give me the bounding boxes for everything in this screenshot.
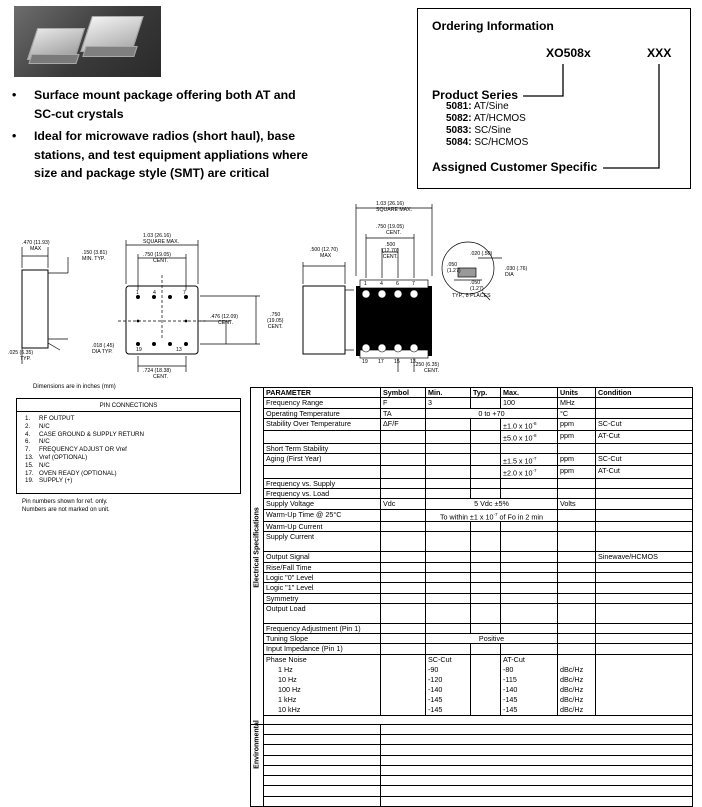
- pin-number: 13: [410, 359, 416, 365]
- pin-entry: 4.CASE GROUND & SUPPLY RETURN: [25, 430, 144, 438]
- pin-number: 15: [394, 359, 400, 365]
- table-row: Supply Current: [250, 531, 693, 553]
- table-row: Short Term Stability: [250, 442, 693, 454]
- pin-entry: 17.OVEN READY (OPTIONAL): [25, 469, 117, 477]
- pin-connections-header: PIN CONNECTIONS: [17, 399, 240, 412]
- dim-label: .050(1.27): [470, 280, 484, 292]
- feature-bullet: •Surface mount package offering both AT …: [12, 88, 296, 121]
- dim-label: 1.03 (26.16)SQUARE MAX.: [143, 233, 180, 245]
- series-list: 5081: AT/Sine 5082: AT/HCMOS 5083: SC/Si…: [446, 101, 529, 148]
- table-row: Warm-Up Current: [250, 521, 693, 533]
- dim-label: .500 (12.70)MAX: [310, 247, 338, 259]
- dim-label: TYP., 8 PLACES: [452, 293, 491, 299]
- table-row: Output Load: [250, 602, 693, 624]
- table-row: Rise/Fall Time: [250, 561, 693, 573]
- pin-entry: 2.N/C: [25, 422, 50, 430]
- dim-label: .030 (.76)DIA: [505, 266, 528, 278]
- pin-number: 4: [380, 281, 383, 287]
- dim-label: .724 (18.38)CENT.: [143, 368, 171, 380]
- pin-entry: 15.N/C: [25, 461, 50, 469]
- dim-label: .050(1.27): [447, 262, 461, 274]
- pin-number: 1: [136, 290, 139, 296]
- pin-number: 1: [364, 281, 367, 287]
- mechanical-drawing: [21, 204, 502, 372]
- pin-number: 4: [153, 290, 156, 296]
- ordering-title: Ordering Information: [432, 19, 554, 33]
- table-row: Logic "1" Level: [250, 582, 693, 594]
- table-row: Logic "0" Level: [250, 571, 693, 584]
- dim-label: .018 (.45)DIA TYP.: [92, 343, 115, 355]
- pin-connections-box: PIN CONNECTIONS 1.RF OUTPUT 2.N/C 4.CASE…: [16, 398, 241, 494]
- dim-label: .500(12.70)CENT.: [382, 242, 399, 260]
- part-suffix: XXX: [647, 46, 672, 60]
- dim-label: .750(19.05)CENT.: [267, 312, 284, 330]
- dim-label: .470 (11.93)MAX: [22, 240, 50, 252]
- dim-label: .150 (3.81)MIN. TYP.: [82, 250, 108, 262]
- dim-label: 1.03 (26.16)SQUARE MAX.: [376, 201, 413, 213]
- product-photo: [14, 6, 161, 77]
- pin-number: 6: [396, 281, 399, 287]
- part-number: XO508x: [546, 46, 591, 60]
- ordering-information-box: Ordering Information XO508x XXX Product …: [417, 8, 691, 189]
- pin-list: 1.RF OUTPUT 2.N/C 4.CASE GROUND & SUPPLY…: [25, 415, 240, 485]
- table-row: Frequency vs. Supply: [250, 477, 693, 490]
- pin-number: 7: [412, 281, 415, 287]
- pin-entry: 1.RF OUTPUT: [25, 415, 75, 422]
- dim-label: .750 (19.05)CENT.: [376, 224, 404, 236]
- feature-list: •Surface mount package offering both AT …: [12, 86, 312, 187]
- pin-number: 13: [176, 347, 182, 353]
- env-row: [250, 733, 693, 746]
- table-row: Symmetry: [250, 592, 693, 604]
- pin-number: 7: [183, 290, 186, 296]
- dim-label: .750 (19.05)CENT.: [143, 252, 171, 264]
- ordering-connector-lines: [523, 64, 660, 169]
- dim-label: .025 (6.35)TYP.: [8, 350, 34, 362]
- pin-entry: 7.FREQUENCY ADJUST OR Vref: [25, 446, 127, 454]
- pin-number: 19: [136, 347, 142, 353]
- env-row: [250, 775, 693, 787]
- customer-specific-label: Assigned Customer Specific: [432, 160, 598, 174]
- dim-label: .250 (6.35)CENT.: [414, 362, 440, 374]
- env-row: [250, 795, 693, 807]
- pin-entry: 6.N/C: [25, 438, 50, 446]
- pin-entry: 19.SUPPLY (+): [25, 477, 73, 485]
- pin-number: 19: [362, 359, 368, 365]
- pin-note: Pin numbers shown for ref. only. Numbers…: [22, 499, 110, 513]
- table-row: Frequency Adjustment (Pin 1): [250, 622, 693, 635]
- dim-label: .476 (12.09)CENT.: [210, 314, 238, 326]
- feature-bullet: •Ideal for microwave radios (short haul)…: [12, 129, 308, 180]
- section-spacer-row: [250, 714, 693, 725]
- env-row: [250, 754, 693, 766]
- table-row: Frequency vs. Load: [250, 488, 693, 500]
- env-row: [250, 785, 693, 797]
- env-row: [250, 723, 693, 736]
- dim-label: .020 (.50): [470, 251, 493, 257]
- pin-number: 17: [378, 359, 384, 365]
- env-row: [250, 764, 693, 777]
- product-series-label: Product Series: [432, 88, 519, 102]
- phase-noise-block: Phase Noise 1 Hz 10 Hz 100 Hz 1 kHz 10 k…: [250, 653, 693, 716]
- table-row: Input Impedance (Pin 1): [250, 643, 693, 655]
- dimension-note: Dimensions are in inches (mm): [33, 384, 116, 390]
- env-row: [250, 744, 693, 756]
- pin-entry: 13.Vref (OPTIONAL): [25, 453, 88, 461]
